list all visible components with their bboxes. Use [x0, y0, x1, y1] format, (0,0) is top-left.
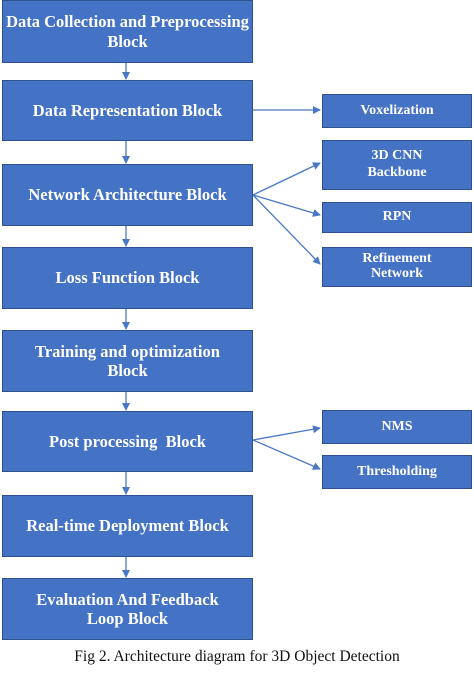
- block-network-architecture: Network Architecture Block: [2, 164, 253, 226]
- block-evaluation-feedback: Evaluation And Feedback Loop Block: [2, 578, 253, 640]
- figure-caption: Fig 2. Architecture diagram for 3D Objec…: [74, 648, 400, 665]
- block-realtime-deployment: Real-time Deployment Block: [2, 495, 253, 557]
- arrow-architecture-to-rpn: [252, 194, 321, 217]
- arrow-architecture-to-backbone: [252, 162, 321, 196]
- block-nms: NMS: [322, 410, 472, 444]
- block-refinement-network: Refinement Network: [322, 247, 472, 287]
- block-3d-cnn-backbone: 3D CNN Backbone: [322, 140, 472, 190]
- arrow-postprocessing-to-thresholding: [252, 439, 321, 470]
- block-post-processing: Post processing Block: [2, 411, 253, 472]
- block-training-optimization: Training and optimization Block: [2, 330, 253, 392]
- block-data-collection: Data Collection and Preprocessing Block: [2, 0, 253, 63]
- block-data-representation: Data Representation Block: [2, 80, 253, 141]
- arrow-architecture-to-refinement: [252, 194, 321, 265]
- block-loss-function: Loss Function Block: [2, 247, 253, 309]
- block-rpn: RPN: [322, 202, 472, 233]
- arrow-postprocessing-to-nms: [252, 425, 321, 441]
- block-thresholding: Thresholding: [322, 455, 472, 489]
- block-voxelization: Voxelization: [322, 94, 472, 128]
